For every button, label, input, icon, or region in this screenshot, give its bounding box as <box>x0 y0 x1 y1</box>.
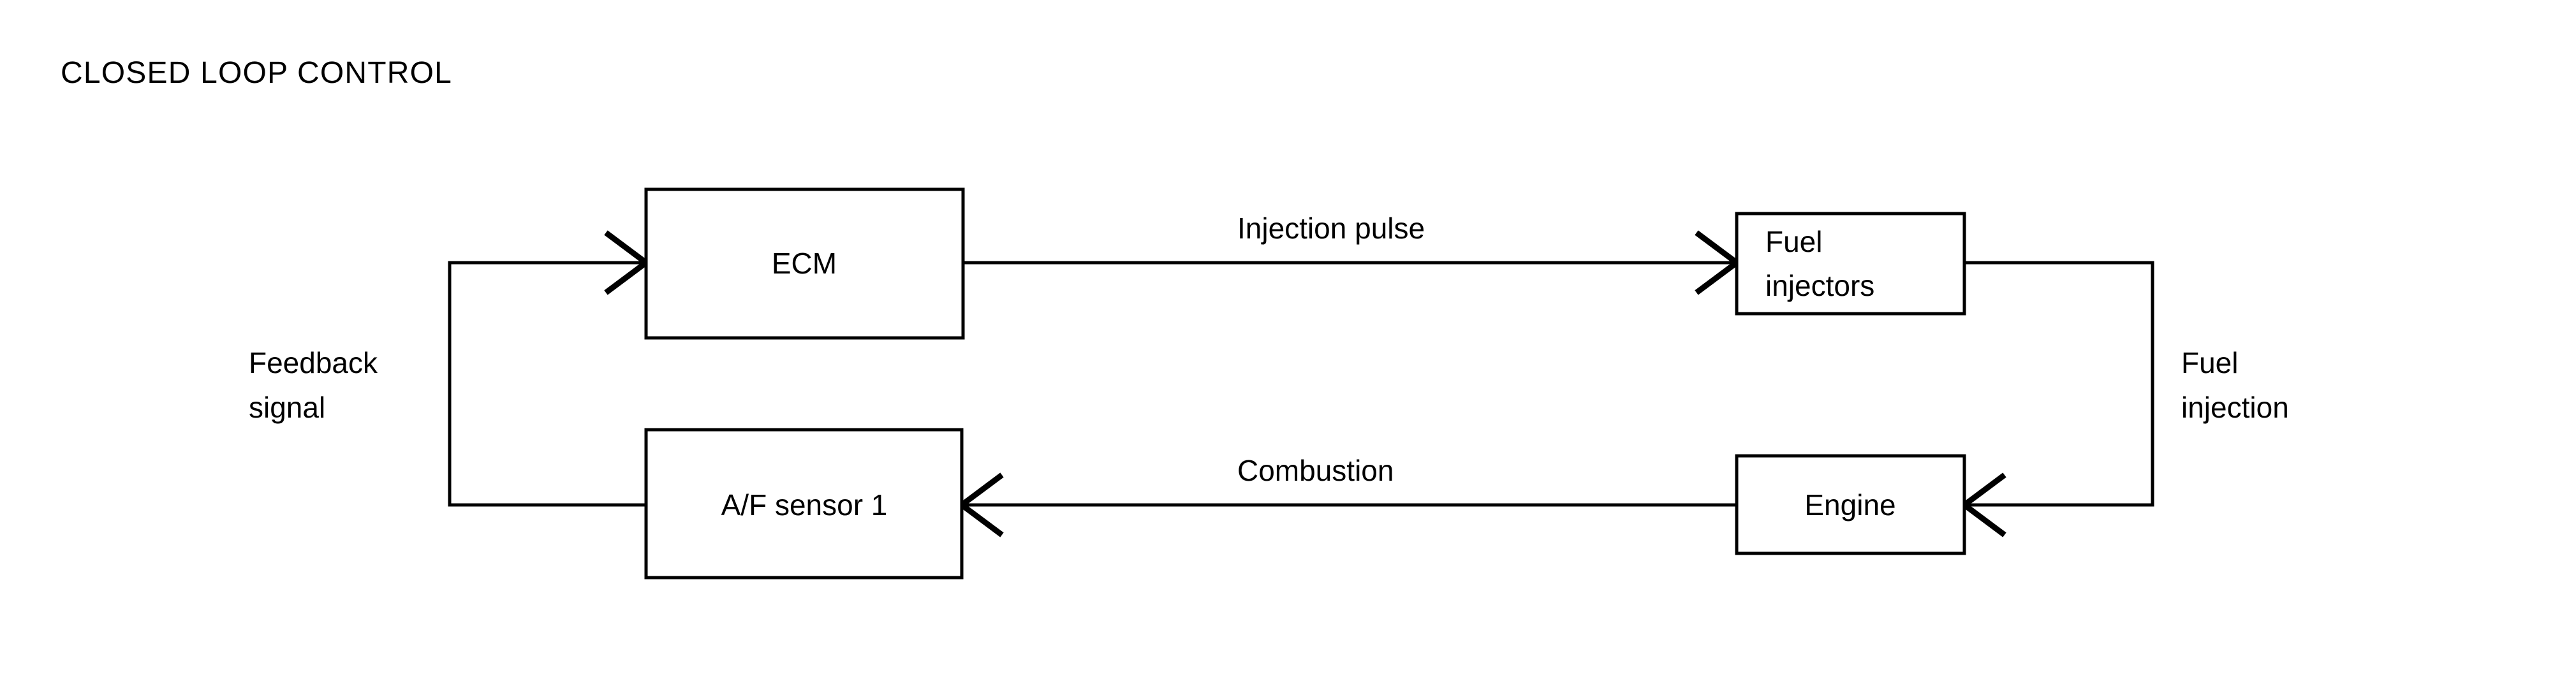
edge-label-feedback-signal-line2: signal <box>249 391 325 424</box>
edge-label-fuel-injection-line2: injection <box>2181 391 2289 424</box>
ecm-label: ECM <box>772 247 837 280</box>
ecm-box[interactable] <box>644 187 965 340</box>
edge-label-feedback-signal-line1: Feedback <box>249 346 378 379</box>
fuel-injectors-label-line1: Fuel <box>1765 225 1822 258</box>
node-fuel-injectors[interactable]: Fuel injectors <box>1735 212 1966 316</box>
af-sensor-label: A/F sensor 1 <box>721 488 888 522</box>
node-af-sensor[interactable]: A/F sensor 1 <box>644 428 964 580</box>
node-engine[interactable]: Engine <box>1735 454 1966 555</box>
fuel-injectors-label-line2: injectors <box>1765 269 1874 302</box>
edge-label-combustion: Combustion <box>1237 454 1394 487</box>
connector-injectors-to-engine <box>1959 261 2154 537</box>
af-sensor-box[interactable] <box>644 428 964 580</box>
node-ecm[interactable]: ECM <box>644 187 965 340</box>
engine-box[interactable] <box>1735 454 1966 555</box>
edge-label-fuel-injection-line1: Fuel <box>2181 346 2238 379</box>
edge-label-injection-pulse: Injection pulse <box>1237 212 1425 245</box>
engine-label: Engine <box>1804 488 1895 522</box>
fuel-injectors-box[interactable] <box>1735 212 1966 316</box>
connector-sensor-to-ecm <box>448 230 651 507</box>
page-title: CLOSED LOOP CONTROL <box>61 56 452 90</box>
